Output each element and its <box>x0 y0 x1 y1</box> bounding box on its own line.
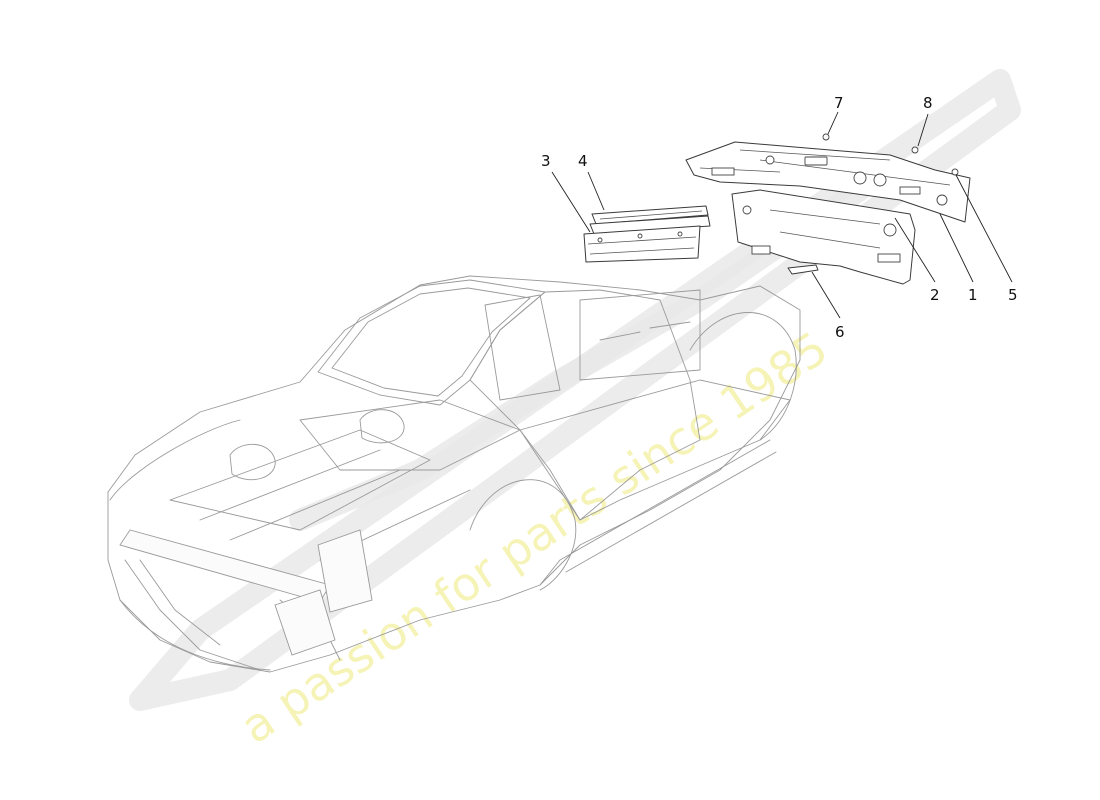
leader-2 <box>894 217 936 283</box>
body-silhouette <box>107 275 801 673</box>
part-2-rear-inner-panel <box>731 189 916 285</box>
callout-3: 3 <box>541 152 551 170</box>
front-wheel-arch <box>469 479 577 591</box>
rear-wheel-arch <box>689 312 797 441</box>
firewall <box>299 399 521 471</box>
leader-7 <box>827 111 839 135</box>
floor-pan <box>519 379 791 521</box>
front-nose-frame <box>109 419 271 671</box>
callout-4: 4 <box>578 152 588 170</box>
callout-7: 7 <box>834 94 844 112</box>
callout-1: 1 <box>968 286 978 304</box>
part-5-fastener <box>951 168 959 176</box>
part-8-fastener <box>911 146 919 154</box>
callout-2: 2 <box>930 286 940 304</box>
leader-lines <box>551 111 1013 319</box>
door-opening <box>469 289 701 521</box>
car-body-in-white <box>107 275 801 673</box>
part-3-rear-crossmember-panel <box>583 225 701 263</box>
leader-3 <box>551 171 591 233</box>
windshield-inner <box>331 287 531 397</box>
callout-8: 8 <box>923 94 933 112</box>
rear-bulkhead <box>579 289 701 381</box>
callout-labels: 3 4 7 8 2 1 5 6 <box>541 94 1018 341</box>
callout-5: 5 <box>1008 286 1018 304</box>
front-subframe-mount <box>317 529 373 613</box>
part-7-fastener <box>822 133 830 141</box>
part-4-rear-crossmember-upper <box>589 205 711 235</box>
leader-4 <box>587 171 605 211</box>
engine-bay-rails <box>169 429 471 561</box>
leader-8 <box>917 113 929 147</box>
strut-tower-right <box>359 409 405 444</box>
strut-tower-left <box>229 443 276 481</box>
leader-1 <box>939 213 974 283</box>
fasteners <box>822 133 959 176</box>
part-1-rear-upper-panel <box>685 141 971 223</box>
leader-6 <box>811 271 841 319</box>
front-tow-bracket <box>274 589 336 656</box>
side-sill <box>539 439 777 586</box>
callout-6: 6 <box>835 323 845 341</box>
b-pillar-brace <box>484 294 561 401</box>
part-6-bracket-plate <box>787 264 819 275</box>
leader-5 <box>955 174 1013 283</box>
watermark-logo-shape <box>129 69 1021 711</box>
